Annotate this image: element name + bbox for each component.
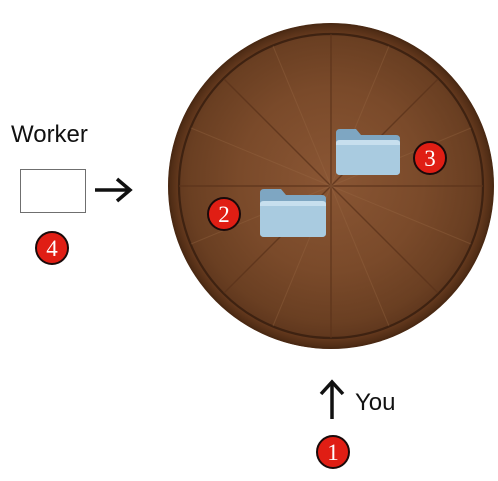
- you-label: You: [355, 389, 396, 416]
- badge-3: 3: [413, 141, 447, 175]
- badge-4: 4: [35, 231, 69, 265]
- badge-1: 1: [316, 435, 350, 469]
- folder-icon[interactable]: [258, 187, 328, 239]
- worker-box: [20, 169, 86, 213]
- arrow-up-icon: [319, 379, 345, 419]
- badge-2: 2: [207, 197, 241, 231]
- folder-icon[interactable]: [334, 127, 402, 177]
- arrow-right-icon: [95, 177, 133, 203]
- worker-label: Worker: [11, 121, 88, 148]
